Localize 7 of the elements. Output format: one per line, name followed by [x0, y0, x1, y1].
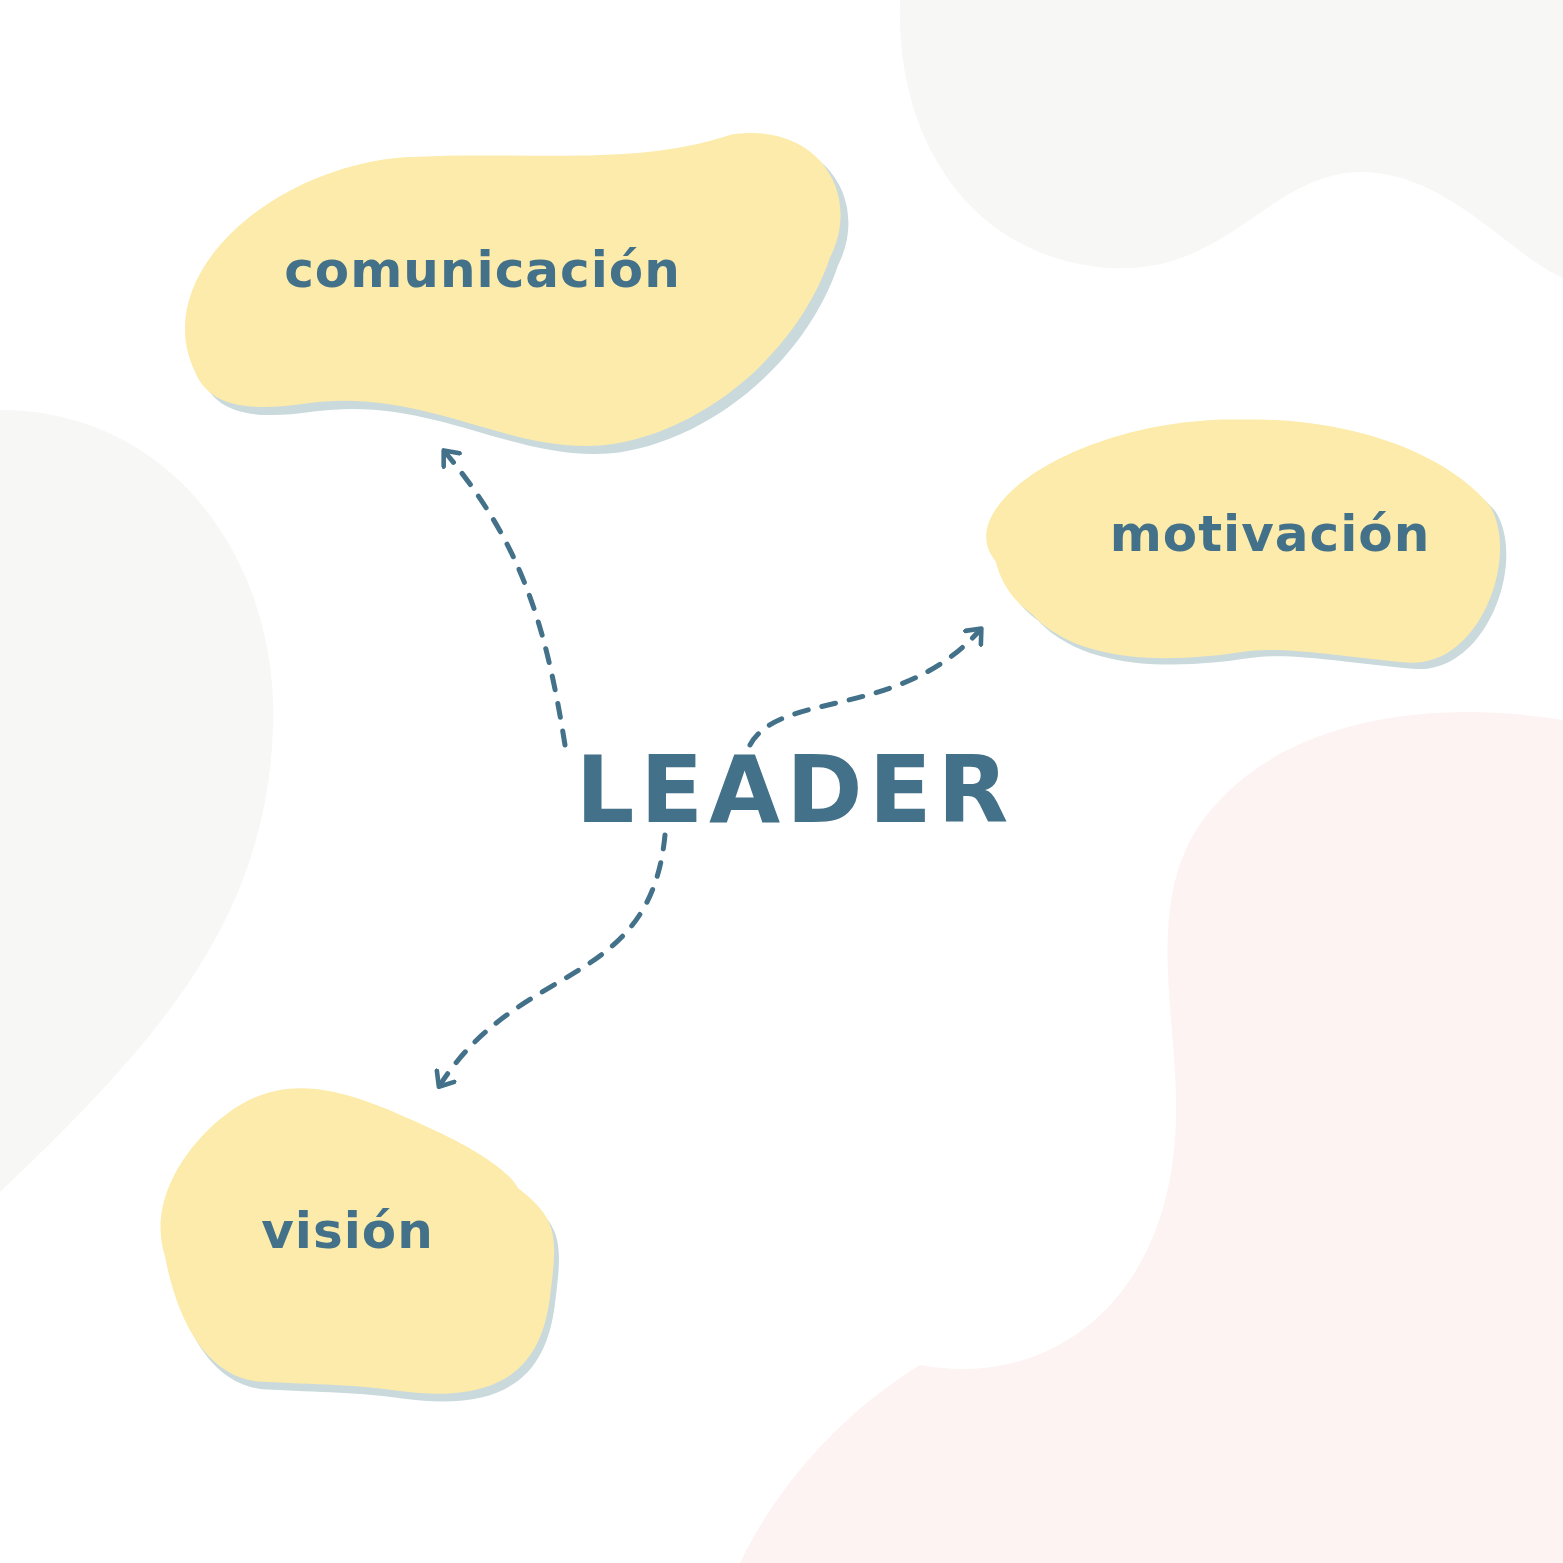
- topic-label: visión: [261, 1202, 435, 1262]
- dashed-arrow: [747, 626, 984, 748]
- dashed-arrow: [441, 448, 568, 748]
- dashed-arrow: [435, 832, 668, 1089]
- topic-label: comunicación: [284, 241, 682, 301]
- center-title: LEADER: [575, 736, 1015, 844]
- topic-label: motivación: [1108, 504, 1431, 565]
